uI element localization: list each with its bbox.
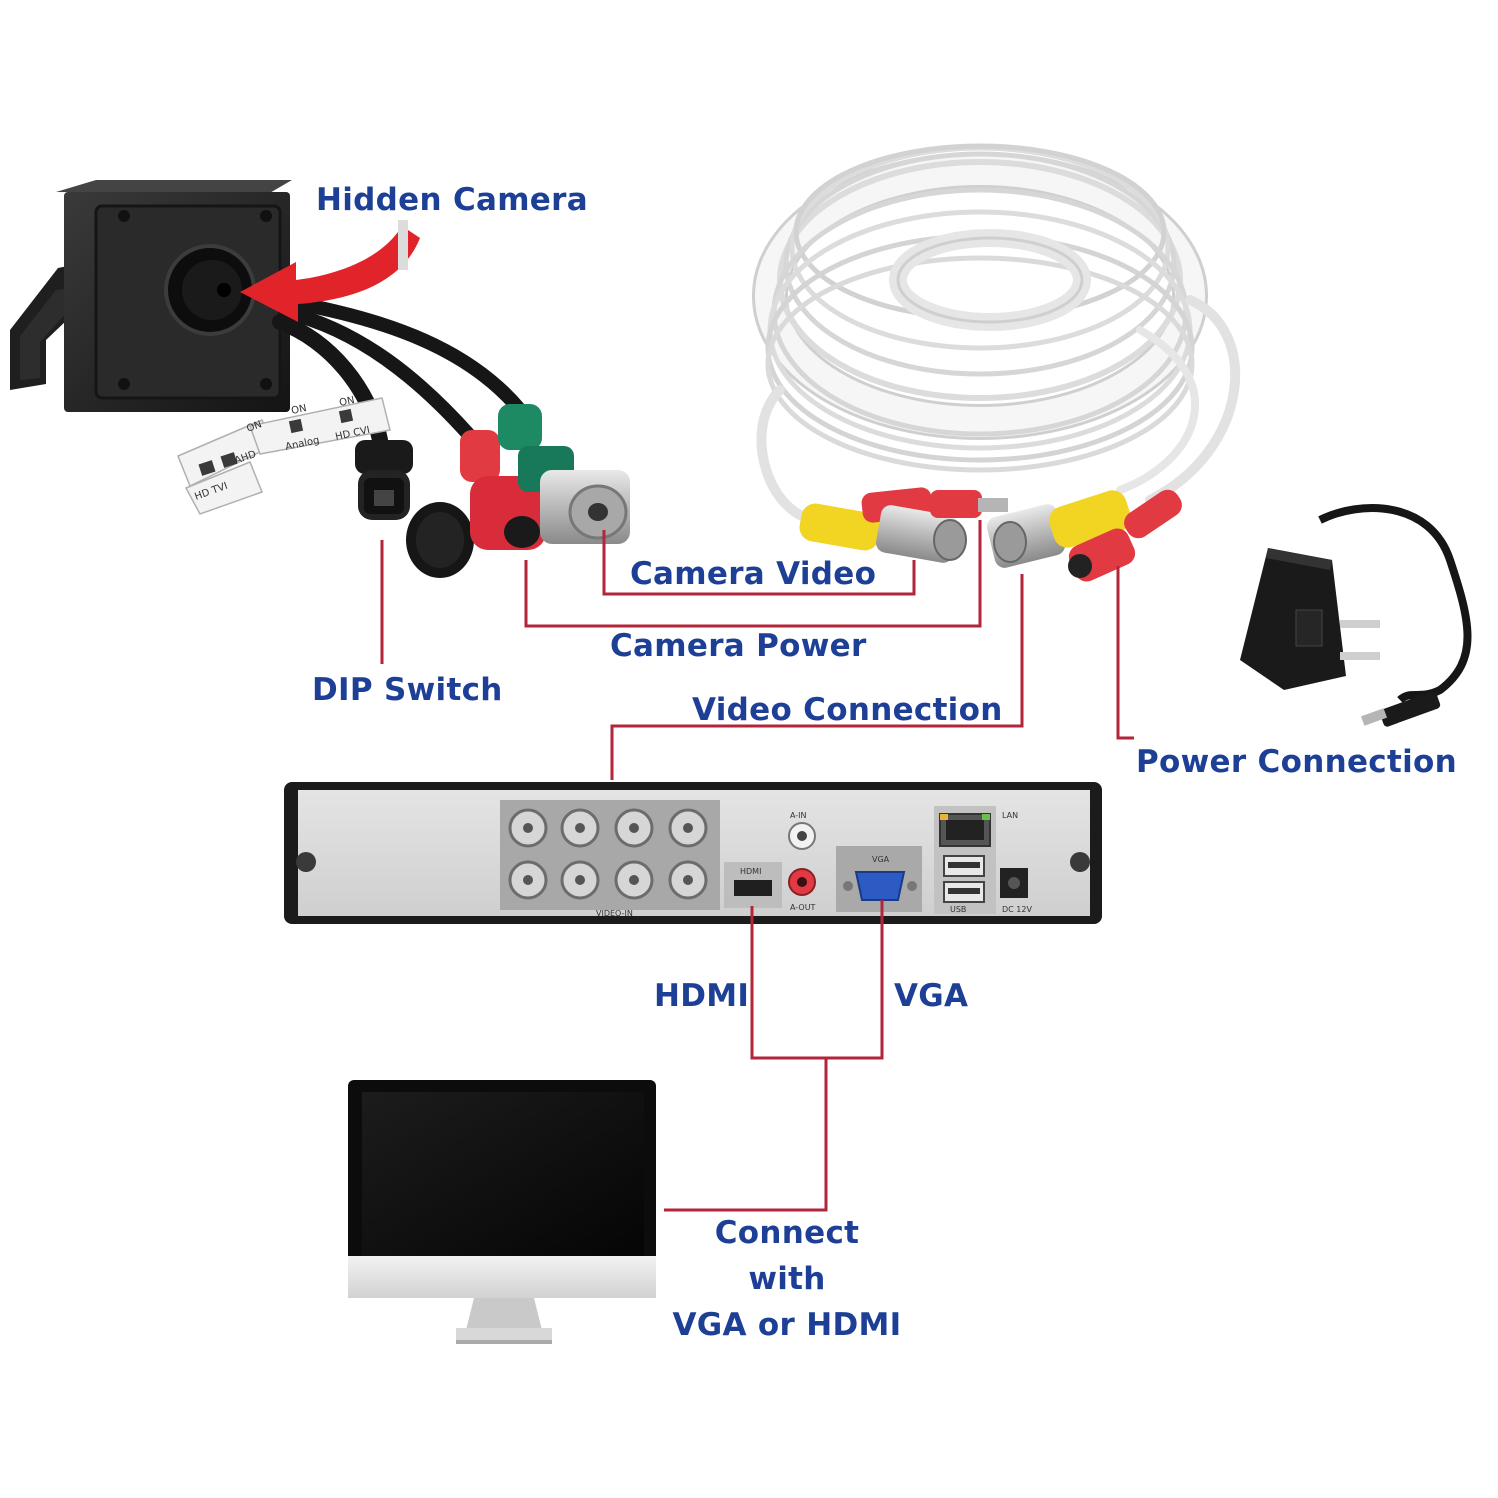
dip-tag-on-2: ON	[290, 403, 307, 417]
dvr-label-video-in: VIDEO-IN	[596, 909, 633, 918]
power-adapter	[1240, 504, 1472, 727]
cable-end-dvr	[986, 489, 1182, 582]
label-hidden-camera: Hidden Camera	[316, 182, 588, 218]
line-vga	[826, 900, 884, 1060]
line-to-monitor	[664, 1058, 828, 1212]
camera-video-bnc	[498, 404, 630, 544]
camera-power-plug	[460, 430, 546, 550]
label-camera-power: Camera Power	[610, 628, 867, 664]
dvr-label-lan: LAN	[1002, 811, 1018, 820]
dip-switch-tags: HD TVI AHD Analog HD CVI ON ON ON	[177, 395, 391, 515]
dvr-label-audio-out: A-OUT	[790, 903, 816, 912]
label-video-connection: Video Connection	[692, 692, 1003, 728]
label-hdmi: HDMI	[654, 978, 750, 1014]
label-connect-line-1: Connect with	[714, 1215, 860, 1297]
dip-tag-on-1: ON	[245, 419, 263, 435]
dvr-label-hdmi: HDMI	[740, 867, 761, 876]
line-camera-video	[602, 530, 916, 596]
dvr-recorder: VIDEO-IN HDMI A-IN A-OUT VGA LAN USB DC …	[284, 782, 1102, 924]
cable-coil	[752, 143, 1241, 525]
line-hdmi	[750, 906, 826, 1060]
dvr-vga-port	[854, 871, 906, 901]
dvr-label-usb: USB	[950, 905, 966, 914]
label-dip-switch: DIP Switch	[312, 672, 503, 708]
dvr-label-dc: DC 12V	[1002, 905, 1032, 914]
dvr-label-audio-in: A-IN	[790, 811, 807, 820]
label-power-connection: Power Connection	[1136, 744, 1457, 780]
label-camera-video: Camera Video	[630, 556, 877, 592]
connector-lines	[380, 520, 1134, 1212]
line-video-connection	[610, 574, 1024, 780]
label-vga: VGA	[894, 978, 969, 1014]
line-power-connection	[1116, 566, 1134, 740]
dip-tag-on-3: ON	[338, 395, 355, 409]
pointer-arrow	[240, 220, 420, 322]
line-camera-power	[524, 520, 982, 628]
hidden-camera	[10, 180, 292, 412]
dvr-label-vga: VGA	[872, 855, 890, 864]
monitor	[348, 1080, 656, 1344]
label-connect-with-vga-or-hdmi: Connect with VGA or HDMI	[672, 1210, 902, 1348]
dip-switch-connector	[355, 440, 474, 578]
dvr-hdmi-port	[734, 880, 772, 896]
label-connect-line-2: VGA or HDMI	[672, 1307, 902, 1343]
cable-end-camera	[799, 487, 1008, 563]
